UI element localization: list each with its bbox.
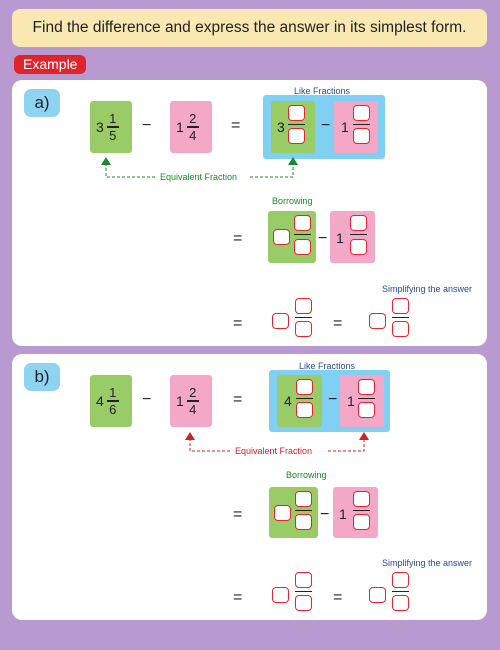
whole-number: 1: [336, 230, 344, 246]
whole-number: 1: [339, 506, 347, 522]
equals-sign: =: [233, 315, 243, 332]
example-tag: Example: [14, 55, 87, 74]
answer-box-denominator[interactable]: [295, 595, 312, 611]
answer-box-whole[interactable]: [272, 313, 289, 329]
answer-box-denominator[interactable]: [288, 128, 305, 144]
minus-sign: −: [142, 117, 152, 134]
equivalent-fraction-arrow: [101, 157, 298, 178]
answer-box-whole[interactable]: [272, 587, 289, 603]
part-a-label: a): [24, 89, 60, 117]
denominator: 6: [109, 401, 117, 417]
whole-number: 3: [277, 119, 285, 135]
answer-box-whole[interactable]: [369, 313, 386, 329]
equivalent-fraction-label: Equivalent Fraction: [160, 172, 238, 182]
answer-box-denominator[interactable]: [350, 239, 367, 255]
answer-box-numerator[interactable]: [353, 491, 370, 507]
answer-box-denominator[interactable]: [358, 402, 375, 418]
answer-box-numerator[interactable]: [295, 491, 312, 507]
answer-box-denominator[interactable]: [295, 514, 312, 530]
whole-number: 1: [341, 119, 349, 135]
answer-box-whole[interactable]: [369, 587, 386, 603]
instruction-text: Find the difference and express the answ…: [32, 19, 467, 36]
answer-box-numerator[interactable]: [296, 379, 313, 395]
part-b-label: b): [24, 363, 60, 391]
denominator: 4: [189, 401, 197, 417]
answer-box-denominator[interactable]: [353, 514, 370, 530]
equals-sign: =: [233, 391, 243, 408]
borrowing-label: Borrowing: [286, 470, 327, 480]
simplifying-label: Simplifying the answer: [382, 284, 473, 294]
denominator: 5: [109, 127, 117, 143]
answer-box-denominator[interactable]: [392, 321, 409, 337]
answer-box-denominator[interactable]: [392, 595, 409, 611]
answer-box-denominator[interactable]: [295, 321, 312, 337]
answer-box-numerator[interactable]: [358, 379, 375, 395]
minus-sign: −: [318, 230, 328, 247]
answer-box-numerator[interactable]: [295, 298, 312, 314]
answer-box-whole[interactable]: [273, 229, 290, 245]
numerator: 1: [109, 111, 117, 127]
borrowing-label: Borrowing: [272, 196, 313, 206]
answer-box-numerator[interactable]: [353, 105, 370, 121]
whole-number: 3: [96, 119, 104, 135]
whole-number: 1: [176, 393, 184, 409]
whole-number: 1: [347, 393, 355, 409]
equals-sign: =: [233, 506, 243, 523]
instruction-banner: Find the difference and express the answ…: [12, 9, 487, 47]
equivalent-fraction-label: Equivalent Fraction: [235, 446, 313, 456]
answer-box-numerator[interactable]: [288, 105, 305, 121]
answer-box-denominator[interactable]: [353, 128, 370, 144]
answer-box-numerator[interactable]: [350, 215, 367, 231]
whole-number: 1: [176, 119, 184, 135]
numerator: 2: [189, 385, 197, 401]
answer-box-numerator[interactable]: [294, 215, 311, 231]
equals-sign: =: [233, 230, 243, 247]
like-fractions-label: Like Fractions: [294, 86, 351, 96]
minus-sign: −: [321, 117, 331, 134]
answer-box-numerator[interactable]: [295, 572, 312, 588]
equivalent-fraction-arrow: [185, 432, 369, 452]
whole-number: 4: [96, 393, 104, 409]
simplifying-label: Simplifying the answer: [382, 558, 473, 568]
minus-sign: −: [142, 391, 152, 408]
minus-sign: −: [328, 391, 338, 408]
equals-sign: =: [333, 589, 343, 606]
like-fractions-label: Like Fractions: [299, 361, 356, 371]
numerator: 1: [109, 385, 117, 401]
answer-box-whole[interactable]: [274, 505, 291, 521]
denominator: 4: [189, 127, 197, 143]
whole-number: 4: [284, 393, 292, 409]
minus-sign: −: [320, 506, 330, 523]
answer-box-numerator[interactable]: [392, 298, 409, 314]
equals-sign: =: [231, 117, 241, 134]
equals-sign: =: [233, 589, 243, 606]
numerator: 2: [189, 111, 197, 127]
answer-box-denominator[interactable]: [296, 402, 313, 418]
answer-box-denominator[interactable]: [294, 239, 311, 255]
answer-box-numerator[interactable]: [392, 572, 409, 588]
equals-sign: =: [333, 315, 343, 332]
